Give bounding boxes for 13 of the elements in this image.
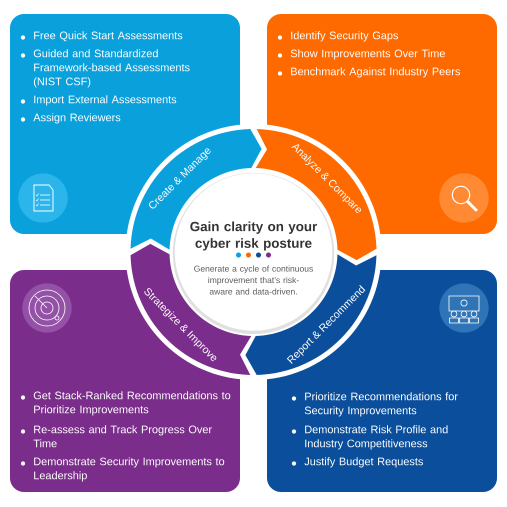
bullet-item: Assign Reviewers — [20, 113, 120, 124]
bullet-item: Get Stack-Ranked Recommendations to Prioritize Improvements — [20, 391, 230, 416]
bullet-item: Import External Assessments — [20, 95, 176, 106]
bullet-item: Justify Budget Requests — [292, 457, 423, 468]
bullet-item: Identify Security Gaps — [278, 31, 398, 42]
bullet-item: Show Improvements Over Time — [278, 49, 445, 60]
bullet-item: Re-assess and Track Progress Over Time — [20, 425, 212, 448]
bullet-item: Demonstrate Risk Profile and Industry Competitiveness — [292, 425, 448, 450]
bullet-item: Prioritize Recommendations for Security Improvements — [292, 392, 458, 416]
bullet-item: Benchmark Against Industry Peers — [278, 67, 460, 78]
bullet-item: Guided and Standardized Framework-based Assessments (NIST CSF) — [20, 49, 190, 88]
bullet-item: Demonstrate Security Improvements to Leadership — [20, 457, 224, 482]
bullet-item: Free Quick Start Assessments — [20, 31, 182, 42]
